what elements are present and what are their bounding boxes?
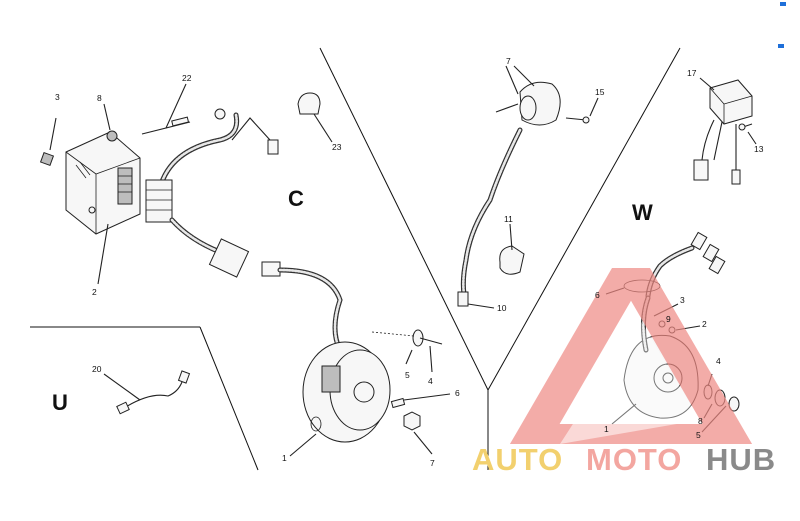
callout-w-13: 13 (754, 144, 764, 154)
callout-m-11: 11 (504, 214, 513, 224)
bolt-3 (39, 117, 57, 167)
stator-assembly (302, 341, 391, 443)
callout-w-2: 2 (702, 319, 707, 329)
corner-mark-top (780, 2, 786, 6)
watermark-hub: HUB (706, 442, 776, 477)
callout-c-3: 3 (55, 92, 60, 102)
section-u (103, 370, 191, 415)
callout-c-4: 4 (428, 376, 433, 386)
callout-c-1: 1 (282, 453, 287, 463)
callout-c-5: 5 (405, 370, 410, 380)
probe-22 (141, 83, 191, 135)
nut-7 (403, 411, 433, 455)
callouts: 3 8 22 23 2 5 4 6 1 7 20 7 15 11 10 17 1… (55, 56, 764, 468)
watermark: AUTO MOTO HUB (472, 268, 776, 477)
rubber-cap-23 (297, 92, 333, 143)
section-label-u: U (52, 390, 68, 415)
section-label-w: W (632, 200, 653, 225)
callout-w-9: 9 (666, 314, 671, 324)
callout-c-22: 22 (182, 73, 192, 83)
callout-m-10: 10 (497, 303, 507, 313)
regulator-17 (699, 77, 753, 125)
screw-4 (371, 329, 443, 373)
section-c (39, 83, 451, 457)
callout-w-1: 1 (604, 424, 609, 434)
callout-w-8: 8 (698, 416, 703, 426)
callout-w-17: 17 (687, 68, 697, 78)
section-dividers (30, 47, 681, 471)
watermark-triangle-logo (510, 268, 752, 444)
callout-c-7: 7 (430, 458, 435, 468)
callout-c-6: 6 (455, 388, 460, 398)
key-6 (390, 393, 451, 409)
callout-c-2: 2 (92, 287, 97, 297)
watermark-moto: MOTO (586, 442, 682, 477)
callout-w-5: 5 (696, 430, 701, 440)
callout-u-20: 20 (92, 364, 102, 374)
callout-c-8: 8 (97, 93, 102, 103)
callout-w-3: 3 (680, 295, 685, 305)
section-label-c: C (288, 186, 304, 211)
callout-m-7: 7 (506, 56, 511, 66)
callout-m-15: 15 (595, 87, 605, 97)
corner-mark-right (778, 44, 784, 48)
connector-block (145, 179, 173, 223)
cdi-unit (65, 131, 141, 235)
nut-8 (103, 103, 118, 142)
section-middle (457, 65, 599, 309)
callout-c-23: 23 (332, 142, 342, 152)
callout-w-4: 4 (716, 356, 721, 366)
callout-w-6: 6 (595, 290, 600, 300)
watermark-auto: AUTO (472, 442, 563, 477)
